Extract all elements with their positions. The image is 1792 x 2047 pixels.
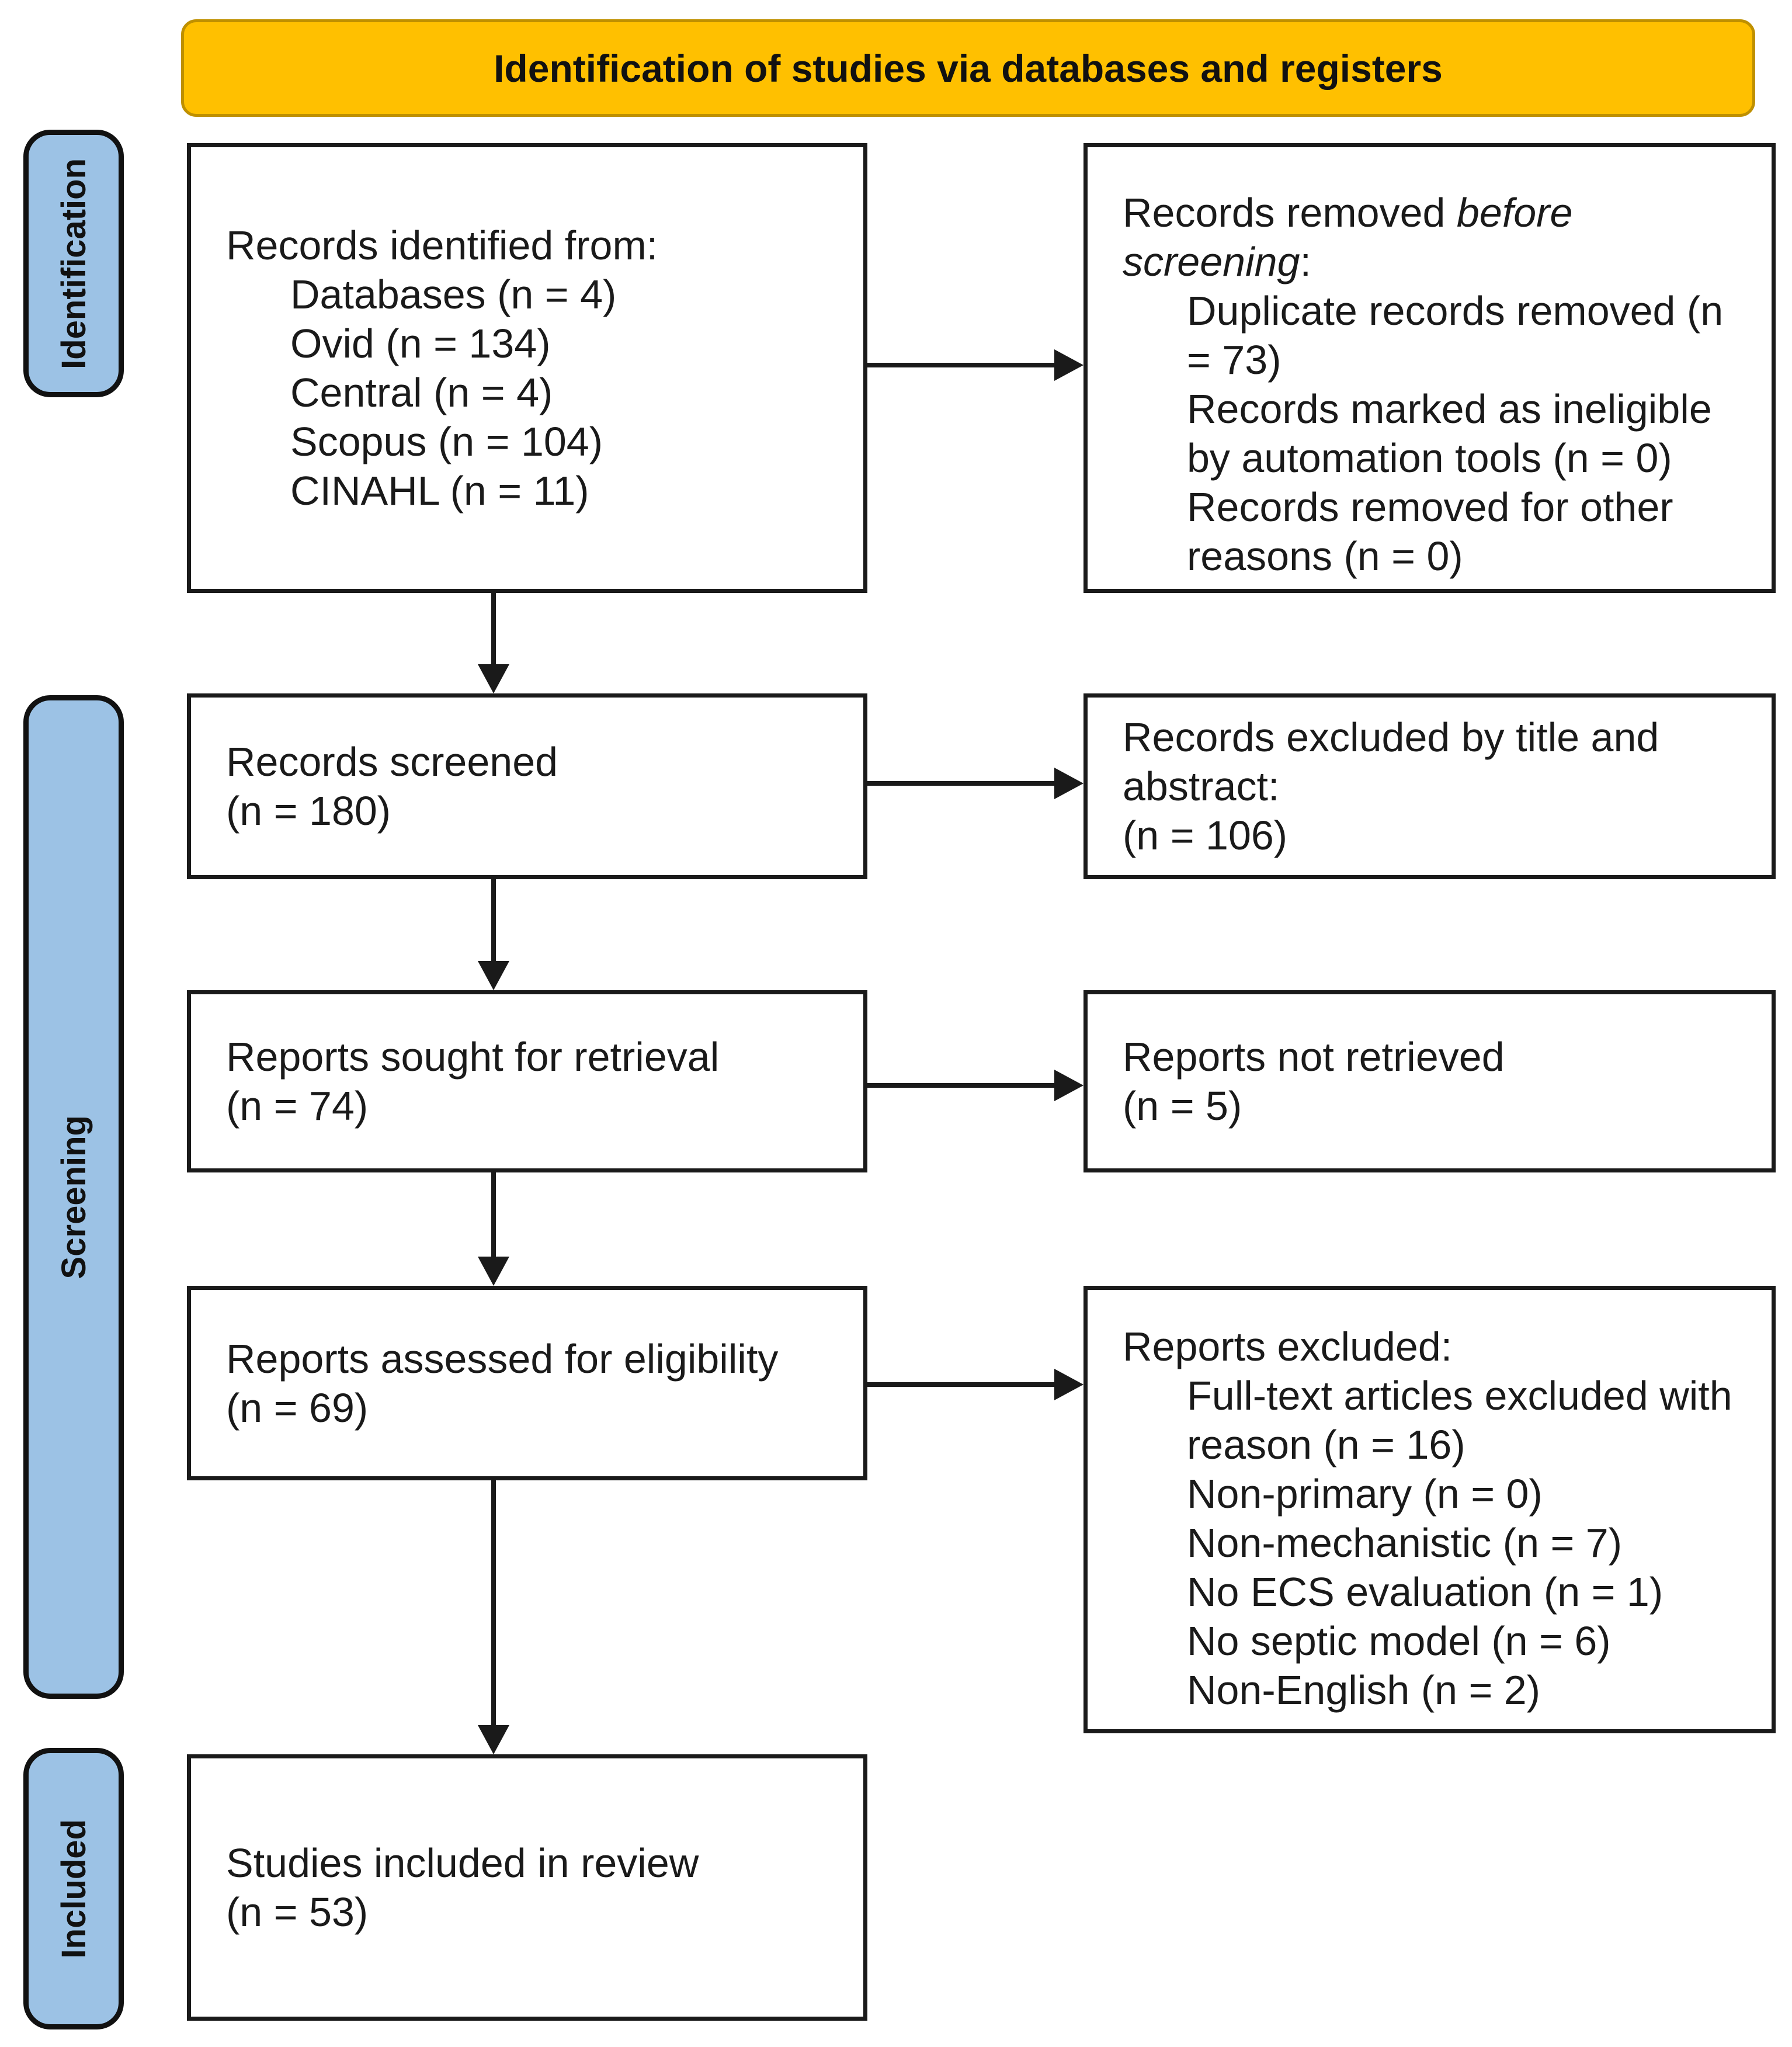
reports-sought-count: (n = 74): [226, 1083, 369, 1129]
reports-excluded-title: Reports excluded:: [1123, 1324, 1453, 1369]
arrowhead-down-icon: [478, 664, 509, 693]
arrowhead-down-icon: [478, 1725, 509, 1754]
arrow-sought-to-not-retrieved: [867, 1083, 1055, 1088]
banner-title-text: Identification of studies via databases …: [494, 46, 1443, 90]
box-reports-sought: Reports sought for retrieval (n = 74): [187, 990, 867, 1172]
records-screened-line1: Records screened: [226, 739, 558, 785]
arrow-assessed-to-reports-excluded: [867, 1382, 1055, 1387]
box-records-screened: Records screened (n = 180): [187, 693, 867, 879]
stage-identification-label: Identification: [54, 158, 93, 369]
arrowhead-down-icon: [478, 961, 509, 990]
arrow-screened-to-excluded: [867, 781, 1055, 786]
arrowhead-right-icon: [1054, 1070, 1083, 1101]
stage-screening-label: Screening: [54, 1115, 93, 1279]
stage-screening: Screening: [23, 695, 124, 1699]
reports-excluded-item: No ECS evaluation (n = 1): [1187, 1569, 1663, 1615]
reports-excluded-item: Non-mechanistic (n = 7): [1187, 1520, 1623, 1566]
arrow-identified-to-screened: [491, 593, 496, 665]
stage-included: Included: [23, 1748, 124, 2029]
arrow-sought-to-assessed: [491, 1172, 496, 1258]
records-identified-item: Databases (n = 4): [290, 272, 617, 317]
records-identified-title: Records identified from:: [226, 223, 658, 268]
records-removed-item: Duplicate records removed (n = 73): [1187, 288, 1724, 383]
arrowhead-right-icon: [1054, 1369, 1083, 1400]
arrowhead-down-icon: [478, 1257, 509, 1286]
arrow-screened-to-sought: [491, 879, 496, 962]
records-removed-title-emphasis: before: [1456, 190, 1573, 235]
reports-assessed-count: (n = 69): [226, 1385, 369, 1431]
reports-not-retrieved-count: (n = 5): [1123, 1083, 1242, 1129]
arrowhead-right-icon: [1054, 349, 1083, 381]
records-identified-item: Ovid (n = 134): [290, 321, 551, 366]
arrowhead-right-icon: [1054, 768, 1083, 799]
reports-not-retrieved-line1: Reports not retrieved: [1123, 1034, 1505, 1080]
arrow-identified-to-removed: [867, 363, 1055, 367]
reports-excluded-item: Non-primary (n = 0): [1187, 1471, 1543, 1517]
records-excluded-line1: Records excluded by title and abstract:: [1123, 714, 1659, 809]
box-records-excluded: Records excluded by title and abstract: …: [1083, 693, 1776, 879]
records-removed-item: Records marked as ineligible by automati…: [1187, 386, 1712, 481]
stage-included-label: Included: [54, 1819, 93, 1959]
reports-sought-line1: Reports sought for retrieval: [226, 1034, 720, 1080]
records-identified-item: Central (n = 4): [290, 370, 553, 415]
banner-title: Identification of studies via databases …: [181, 19, 1755, 117]
studies-included-count: (n = 53): [226, 1889, 369, 1935]
reports-excluded-item: Non-English (n = 2): [1187, 1667, 1541, 1713]
box-studies-included: Studies included in review (n = 53): [187, 1754, 867, 2021]
box-reports-assessed: Reports assessed for eligibility (n = 69…: [187, 1286, 867, 1480]
reports-excluded-item: Full-text articles excluded with reason …: [1187, 1373, 1732, 1467]
box-records-identified: Records identified from: Databases (n = …: [187, 143, 867, 593]
records-removed-title-emphasis: screening: [1123, 239, 1300, 285]
records-excluded-count: (n = 106): [1123, 813, 1288, 858]
box-reports-excluded: Reports excluded: Full-text articles exc…: [1083, 1286, 1776, 1733]
records-removed-item: Records removed for other reasons (n = 0…: [1187, 484, 1673, 579]
records-identified-item: Scopus (n = 104): [290, 419, 603, 464]
records-screened-count: (n = 180): [226, 788, 391, 834]
studies-included-line1: Studies included in review: [226, 1840, 699, 1886]
reports-excluded-item: No septic model (n = 6): [1187, 1618, 1611, 1664]
stage-identification: Identification: [23, 130, 124, 397]
reports-assessed-line1: Reports assessed for eligibility: [226, 1335, 779, 1382]
box-reports-not-retrieved: Reports not retrieved (n = 5): [1083, 990, 1776, 1172]
arrow-assessed-to-included: [491, 1480, 496, 1726]
records-identified-item: CINAHL (n = 11): [290, 468, 589, 514]
